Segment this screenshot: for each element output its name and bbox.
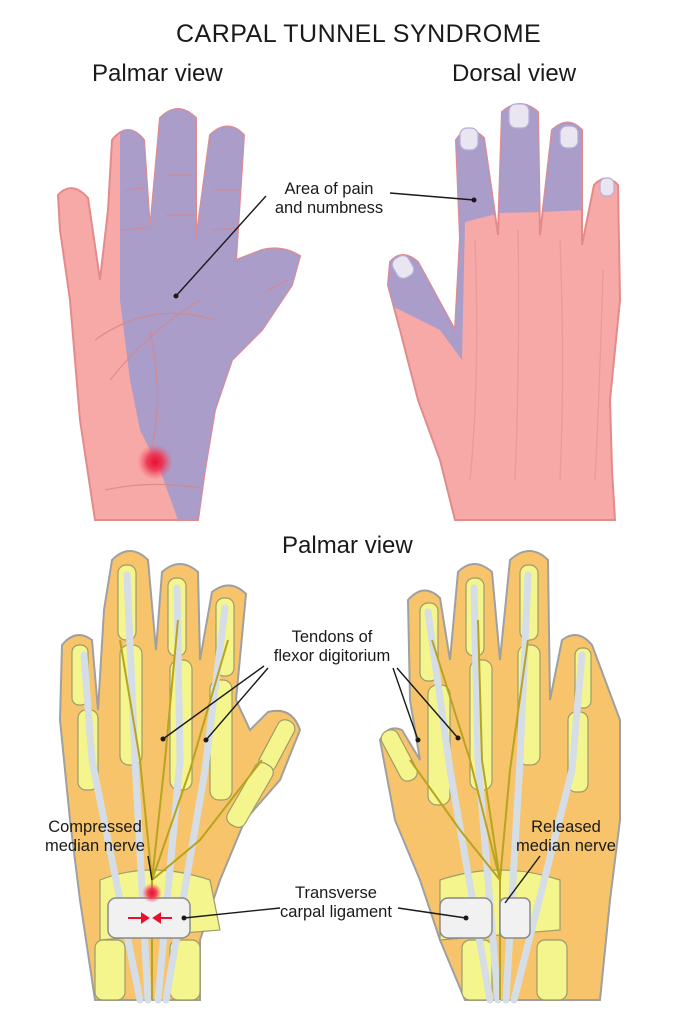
ligament-released-right bbox=[499, 897, 531, 939]
palm-creases bbox=[94, 174, 289, 491]
area-label-line2: and numbness bbox=[274, 199, 384, 217]
released-nerve-label: Released median nerve bbox=[500, 818, 632, 856]
compressed-nerve-label: Compressed median nerve bbox=[30, 818, 160, 856]
compressed-label-line1: Compressed bbox=[48, 818, 142, 836]
median-nerve-compressed bbox=[119, 619, 263, 1000]
fingernails bbox=[391, 103, 615, 280]
ligament-label: Transverse carpal ligament bbox=[272, 884, 400, 922]
compressed-label-line2: median nerve bbox=[45, 837, 145, 855]
tendons-label-line1: Tendons of bbox=[291, 628, 373, 646]
area-of-pain-label: Area of pain and numbness bbox=[268, 180, 390, 218]
tendons-label-line2: flexor digitorium bbox=[273, 647, 391, 665]
median-nerve-released bbox=[409, 619, 529, 1000]
tendons-label: Tendons of flexor digitorium bbox=[262, 628, 402, 666]
released-label-line2: median nerve bbox=[516, 837, 616, 855]
anatomy-hand-released bbox=[378, 550, 621, 1004]
leader-lines bbox=[147, 192, 541, 919]
palmar-hand-top bbox=[56, 108, 302, 521]
dorsal-tendon-lines bbox=[469, 229, 604, 481]
area-label-line1: Area of pain bbox=[284, 180, 374, 198]
leader-dots bbox=[160, 197, 477, 921]
compression-arrows bbox=[128, 912, 172, 924]
dorsal-hand-top bbox=[386, 103, 622, 521]
diagram-title: CARPAL TUNNEL SYNDROME bbox=[176, 20, 542, 48]
anatomy-hand-compressed bbox=[58, 550, 302, 1004]
palmar-view-label-top: Palmar view bbox=[92, 60, 223, 87]
ligament-label-line2: carpal ligament bbox=[280, 903, 392, 921]
palmar-view-label-bottom: Palmar view bbox=[282, 532, 413, 559]
compression-spot bbox=[142, 883, 162, 903]
ligament-label-line1: Transverse bbox=[295, 884, 377, 902]
pain-spot bbox=[137, 444, 173, 480]
dorsal-view-label: Dorsal view bbox=[452, 60, 577, 87]
released-label-line1: Released bbox=[531, 818, 601, 836]
